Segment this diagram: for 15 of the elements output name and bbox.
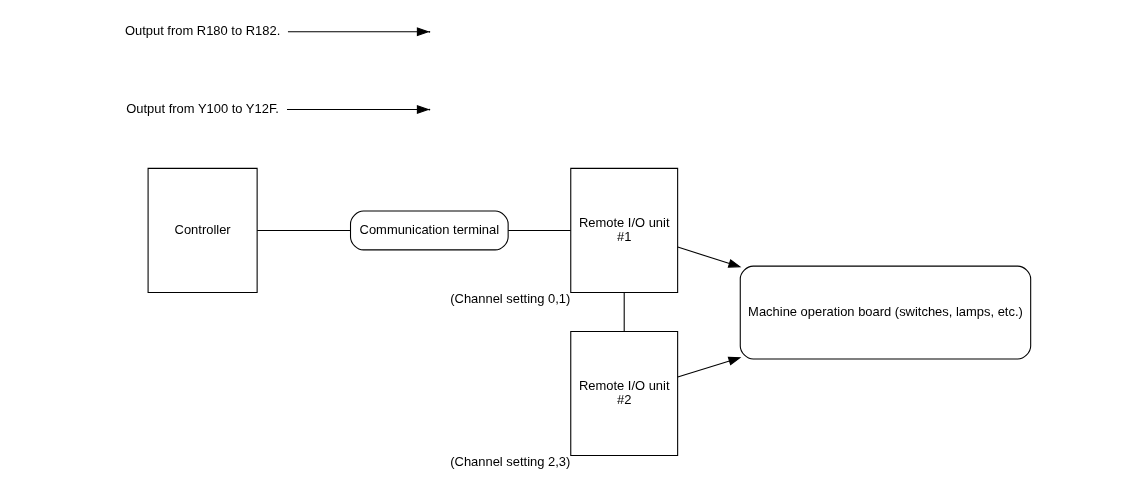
arrow	[676, 246, 741, 268]
node-box: Remote I/O unit #2	[569, 330, 678, 457]
node-label: (Channel setting 0,1)	[449, 290, 570, 306]
arrow	[286, 27, 430, 37]
node-label: (Channel setting 2,3)	[449, 453, 570, 469]
node-text: Output from Y100 to Y12F.	[125, 100, 279, 116]
node-box: Remote I/O unit #1	[569, 167, 678, 294]
node-text: Output from R180 to R182.	[124, 23, 280, 39]
connector	[623, 292, 625, 332]
node-box: Controller	[147, 167, 258, 294]
node-box: Machine operation board (switches, lamps, etc.)	[739, 265, 1031, 360]
connector	[507, 229, 571, 231]
arrow	[676, 356, 741, 378]
node-box: Communication terminal	[349, 210, 509, 251]
connector	[256, 229, 351, 231]
